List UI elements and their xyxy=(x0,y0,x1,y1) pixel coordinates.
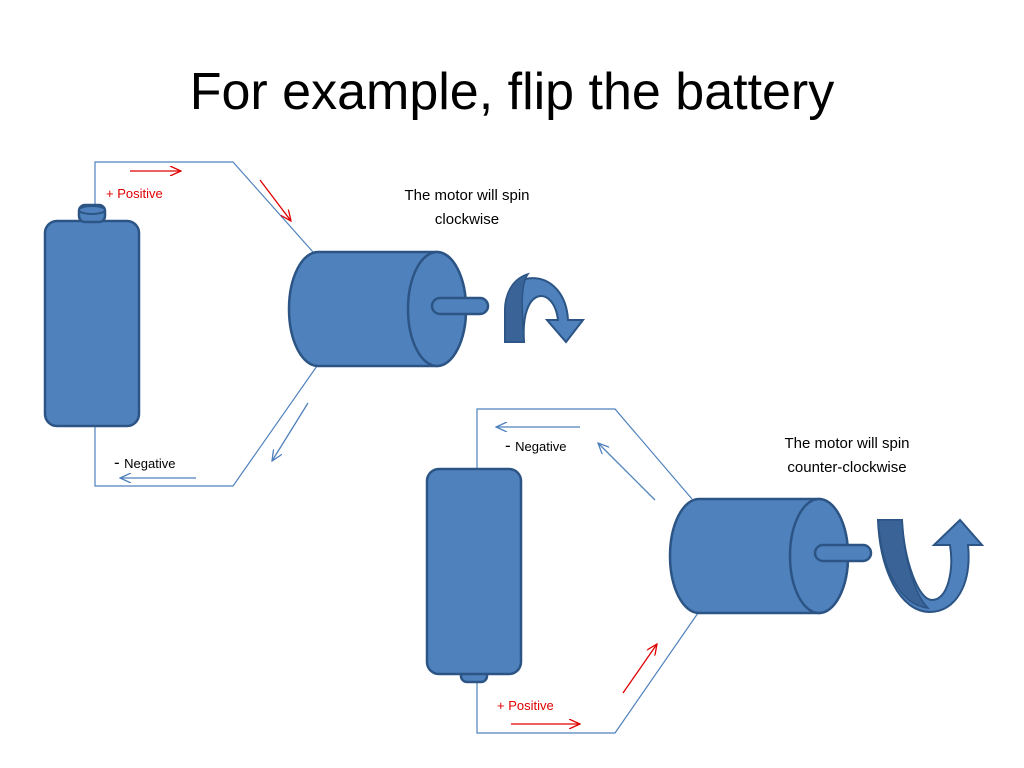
top-negative-wire xyxy=(94,365,318,487)
bottom-positive-wire xyxy=(476,612,699,734)
clockwise-rotation-icon xyxy=(504,272,586,344)
top-note-line2: clockwise xyxy=(434,211,500,228)
slide-title: For example, flip the battery xyxy=(189,63,835,121)
bottom-positive-arrow-1 xyxy=(622,644,657,694)
top-battery xyxy=(43,203,141,428)
bottom-motor-note: The motor will spin counter-clockwise xyxy=(752,432,942,480)
bottom-negative-arrow-2 xyxy=(598,443,656,501)
top-circuit xyxy=(43,161,586,487)
top-positive-label: + Positive xyxy=(106,186,163,201)
top-positive-wire xyxy=(94,161,314,253)
top-negative-label: - Negative xyxy=(114,453,175,473)
top-motor-shaft xyxy=(430,296,490,316)
bottom-negative-label: - Negative xyxy=(505,436,566,456)
top-motor xyxy=(287,250,490,368)
top-note-line1: The motor will spin xyxy=(404,187,530,204)
bottom-negative-text: Negative xyxy=(515,439,567,454)
bottom-negative-wire xyxy=(476,408,693,500)
bottom-battery xyxy=(425,467,523,684)
bottom-motor-shaft xyxy=(813,543,873,563)
bottom-positive-label: + Positive xyxy=(497,698,554,713)
bottom-circuit xyxy=(425,408,985,734)
bottom-motor xyxy=(668,497,873,615)
top-positive-arrow-2 xyxy=(259,179,291,221)
bottom-note-line2: counter-clockwise xyxy=(787,459,907,476)
top-negative-arrow-1 xyxy=(272,402,309,461)
top-negative-sign: - xyxy=(114,453,120,472)
counter-clockwise-rotation-icon xyxy=(876,518,985,614)
bottom-negative-sign: - xyxy=(505,436,511,455)
top-motor-note: The motor will spin clockwise xyxy=(372,184,562,232)
bottom-note-line1: The motor will spin xyxy=(784,435,910,452)
top-negative-text: Negative xyxy=(124,456,176,471)
